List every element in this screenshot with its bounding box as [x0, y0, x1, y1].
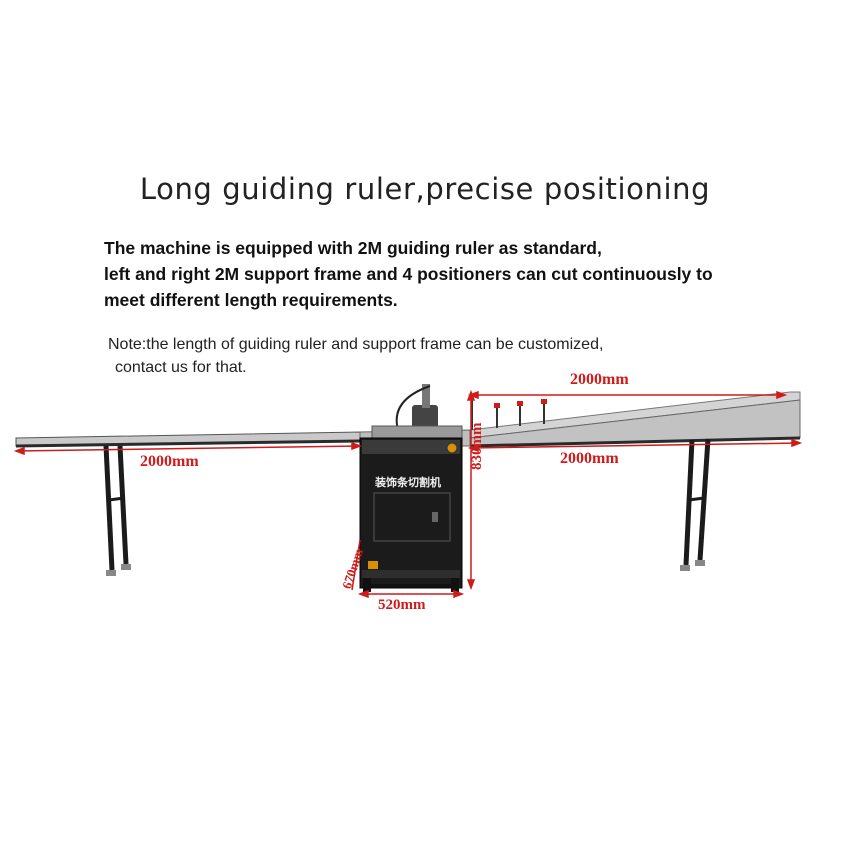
dimension-lines	[13, 389, 803, 599]
right-support-legs	[683, 438, 711, 566]
saw-head	[371, 384, 463, 439]
note-line-1: Note:the length of guiding ruler and sup…	[108, 336, 604, 353]
description-line-3: meet different length requirements.	[104, 290, 398, 310]
description-line-2: left and right 2M support frame and 4 po…	[104, 264, 713, 284]
machine-label: 装饰条切割机	[375, 476, 441, 489]
positioners	[471, 400, 545, 430]
dimension-top-ruler: 2000mm	[570, 371, 629, 388]
description-line-1: The machine is equipped with 2M guiding …	[104, 238, 602, 258]
dimension-width: 520mm	[378, 597, 426, 613]
dimension-height: 830mm	[469, 422, 485, 471]
dimension-left-frame: 2000mm	[140, 453, 199, 470]
dimension-right-frame: 2000mm	[560, 450, 619, 467]
note-line-2: contact us for that.	[115, 359, 247, 376]
left-support-legs	[103, 445, 129, 571]
machine-cabinet	[359, 437, 463, 592]
page-heading: Long guiding ruler,precise positioning	[139, 172, 711, 206]
